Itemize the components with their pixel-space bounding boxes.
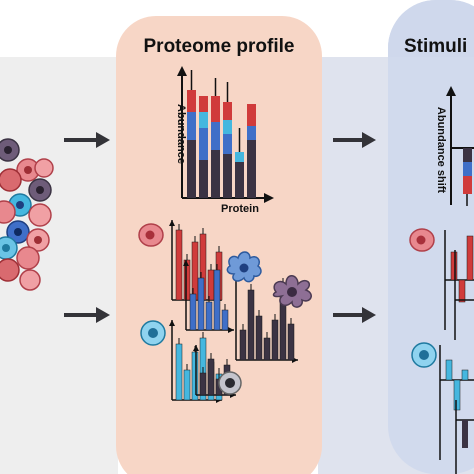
mini-bar — [213, 269, 221, 331]
mini-bar — [263, 337, 271, 361]
bar-segment — [211, 96, 220, 122]
abundance-chart: Abundance Protein — [175, 66, 274, 215]
bar-segment — [223, 120, 232, 134]
cell-nucleus — [36, 186, 44, 194]
bar-segment — [247, 126, 256, 140]
cell-cluster — [0, 138, 54, 291]
mini-bar — [255, 315, 263, 361]
cell-icon — [19, 269, 41, 291]
mini-bar — [199, 372, 207, 396]
cell-icon — [0, 258, 20, 282]
bar-segment — [187, 90, 196, 112]
cell-icon — [0, 200, 16, 224]
cell-icon — [34, 158, 54, 178]
mini-bar — [183, 369, 191, 401]
bar-segment — [187, 140, 196, 198]
mini-bar — [462, 420, 468, 448]
y-axis-arrowhead — [177, 66, 187, 76]
mini-arrowhead — [169, 220, 175, 226]
middle-panel-title: Proteome profile — [144, 36, 295, 57]
arrow-right-icon — [333, 132, 376, 148]
bar-segment — [247, 104, 256, 126]
bar-segment — [223, 134, 232, 154]
mini-arrowhead — [183, 260, 189, 266]
mini-arrowhead — [193, 345, 199, 351]
cell-icon — [409, 228, 435, 252]
cell-icon — [138, 223, 164, 247]
y-axis-arrowhead — [446, 86, 456, 96]
mini-bar — [191, 351, 199, 401]
mini-bar — [461, 369, 469, 381]
bar-segment — [211, 122, 220, 150]
neutrophil-icon — [218, 371, 242, 395]
cell-icon — [28, 203, 52, 227]
mini-bar — [453, 379, 461, 411]
bar-segment — [199, 112, 208, 128]
cell-icon — [16, 246, 40, 270]
bar-segment — [235, 152, 244, 162]
macrophage-icon — [226, 251, 262, 283]
arrow-right-icon — [333, 307, 376, 323]
cell-nucleus — [14, 228, 22, 236]
shift-bar-segment — [463, 148, 472, 162]
shift-bar-segment — [463, 176, 472, 194]
cell-nucleus — [16, 201, 24, 209]
bar-segment — [223, 154, 232, 198]
bar-segment — [199, 96, 208, 112]
bar-segment — [199, 128, 208, 160]
mini-bar — [287, 323, 295, 361]
mini-bar — [271, 319, 279, 361]
cell-icon — [411, 342, 437, 368]
mini-bar — [205, 301, 213, 331]
arrow-right-icon — [64, 132, 110, 148]
x-axis-label: Protein — [221, 203, 259, 215]
mini-arrowhead — [228, 327, 234, 333]
bar-segment — [211, 150, 220, 198]
mini-bar — [207, 358, 215, 396]
cell-type-shift-charts — [439, 230, 474, 474]
cell-nucleus — [34, 236, 42, 244]
cell-nucleus — [4, 146, 12, 154]
y-axis-label: Abundance — [175, 104, 187, 164]
cell-icon — [140, 320, 166, 346]
mini-bar — [207, 269, 215, 301]
cell-icon — [0, 168, 22, 192]
shift-bar-segment — [463, 162, 472, 176]
bar-segment — [223, 102, 232, 120]
abundance-shift-chart: Abundance shift — [435, 86, 474, 206]
mini-arrowhead — [169, 320, 175, 326]
x-axis-arrowhead — [264, 193, 274, 203]
mini-bar — [445, 359, 453, 381]
mini-bar — [189, 293, 197, 331]
cell-nucleus — [2, 244, 10, 252]
right-panel-title: Stimuli — [404, 36, 467, 57]
mini-bar — [175, 229, 183, 301]
mini-bar — [247, 289, 255, 361]
arrow-right-icon — [64, 307, 110, 323]
bar-segment — [235, 162, 244, 198]
mini-bar — [175, 343, 183, 401]
mini-bar — [450, 251, 458, 281]
bar-segment — [187, 112, 196, 140]
mini-bar — [221, 309, 229, 331]
mini-bar — [458, 279, 466, 303]
bar-segment — [199, 160, 208, 198]
mini-bar — [239, 329, 247, 361]
cell-nucleus — [24, 166, 32, 174]
cell-type-charts — [169, 220, 298, 403]
mini-bar — [197, 277, 205, 331]
bar-segment — [247, 140, 256, 198]
y-axis-label: Abundance shift — [435, 107, 447, 194]
mini-bar — [466, 235, 474, 281]
macrophage-icon — [272, 275, 312, 308]
